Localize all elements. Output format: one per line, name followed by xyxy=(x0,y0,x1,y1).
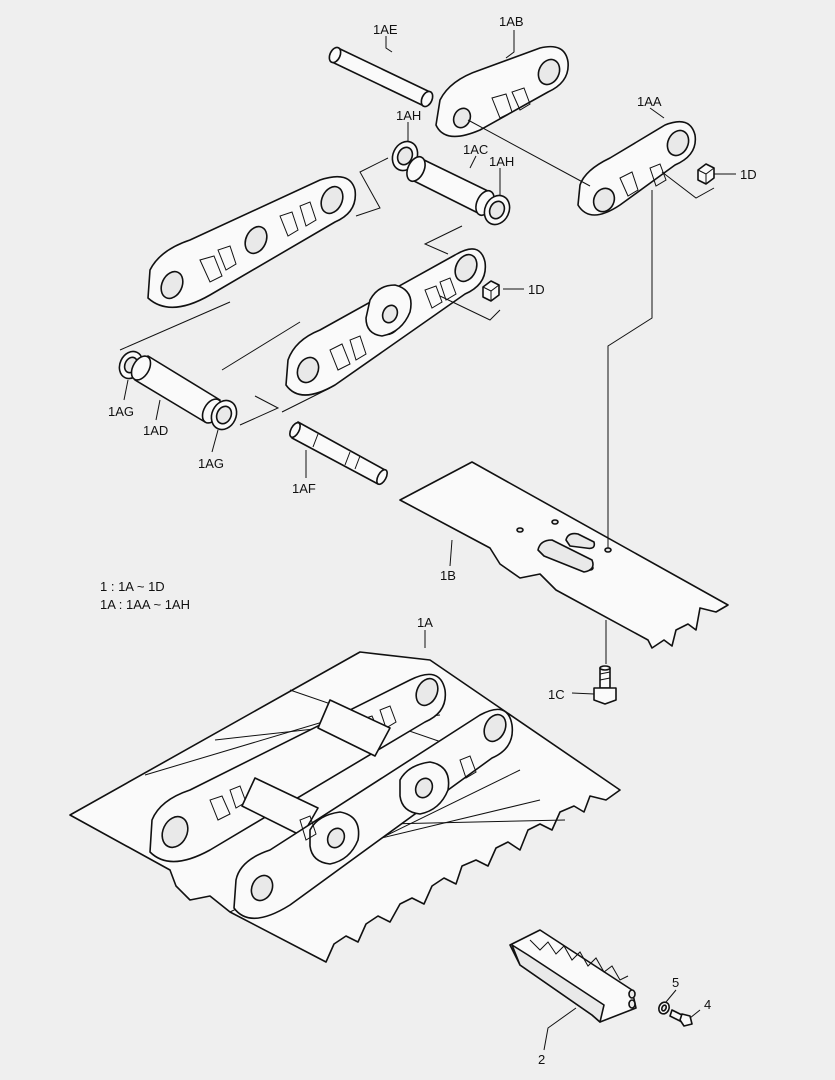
label-1A: 1A xyxy=(417,615,433,630)
link-1AB xyxy=(435,45,569,138)
bolt-1C xyxy=(593,665,617,705)
shoe-1B xyxy=(399,461,729,649)
label-4: 4 xyxy=(704,997,711,1012)
label-1AA: 1AA xyxy=(637,94,662,109)
callout-labels: 1AE 1AB 1AH 1AA 1AC 1AH 1D 1D 1AG 1AD 1A… xyxy=(108,14,757,1067)
label-1AH-b: 1AH xyxy=(489,154,514,169)
label-1AC: 1AC xyxy=(463,142,488,157)
bushing-1AC xyxy=(406,155,495,217)
label-1AE: 1AE xyxy=(373,22,398,37)
link-1AA xyxy=(577,120,697,216)
label-1AB: 1AB xyxy=(499,14,524,29)
label-1D-b: 1D xyxy=(528,282,545,297)
label-1AF: 1AF xyxy=(292,481,316,496)
track-assembly-1A xyxy=(69,651,621,963)
seal-1AG-b xyxy=(210,399,238,431)
leader-lines xyxy=(119,30,736,1051)
label-1D-a: 1D xyxy=(740,167,757,182)
legend-line-2: 1A : 1AA ~ 1AH xyxy=(100,597,190,612)
nut-1D-top xyxy=(697,163,715,185)
label-1C: 1C xyxy=(548,687,565,702)
legend-line-1: 1 : 1A ~ 1D xyxy=(100,579,165,594)
seal-1AH-b xyxy=(483,194,511,226)
legend: 1 : 1A ~ 1D 1A : 1AA ~ 1AH xyxy=(100,578,190,614)
label-1AG-b: 1AG xyxy=(198,456,224,471)
bolt-4 xyxy=(669,1009,693,1027)
label-5: 5 xyxy=(672,975,679,990)
link-assembly-back xyxy=(147,175,357,309)
link-assembly-front xyxy=(285,248,487,396)
pin-1AE xyxy=(328,46,434,108)
label-1AD: 1AD xyxy=(143,423,168,438)
label-2: 2 xyxy=(538,1052,545,1067)
pin-1AF xyxy=(289,421,388,486)
washer-5 xyxy=(658,1001,670,1015)
label-1AG-a: 1AG xyxy=(108,404,134,419)
label-1B: 1B xyxy=(440,568,456,583)
guard-2 xyxy=(509,929,637,1023)
label-1AH-a: 1AH xyxy=(396,108,421,123)
nut-1D-middle xyxy=(482,280,500,302)
